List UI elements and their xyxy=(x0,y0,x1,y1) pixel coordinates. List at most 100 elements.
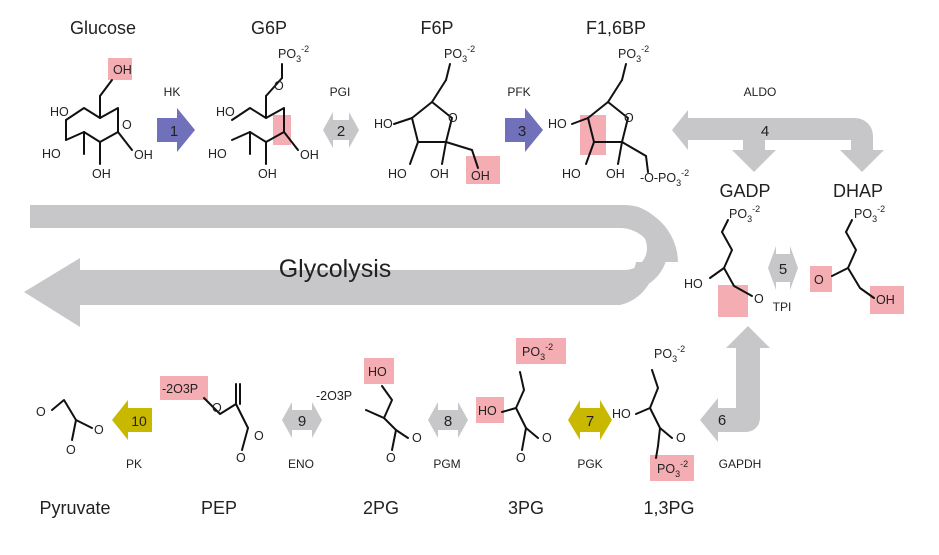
pg3-o: O xyxy=(542,431,552,445)
bpg13-po3-top: PO3-2 xyxy=(654,344,685,364)
pg3-highlight-po3 xyxy=(516,338,566,364)
enzyme-pgm: PGM xyxy=(433,457,460,471)
label-f6p: F6P xyxy=(420,18,453,38)
f16bp-po3-top: PO3-2 xyxy=(618,44,649,64)
pg3-ho: HO xyxy=(478,404,497,418)
gadp-o: O xyxy=(754,292,764,306)
g6p-po3: PO3-2 xyxy=(278,44,309,64)
pep-o-minus: O xyxy=(236,451,246,465)
pep-o: O xyxy=(212,401,222,415)
dhap-po3: PO3-2 xyxy=(854,204,885,224)
bpg13-ho: HO xyxy=(612,407,631,421)
step-3-arrow: 3 xyxy=(505,108,543,152)
step-7-arrow: 7 xyxy=(568,400,612,440)
step-6-arrow: 6 xyxy=(700,326,770,442)
glucose-ho-3: HO xyxy=(42,147,61,161)
label-2pg: 2PG xyxy=(363,498,399,518)
pep-highlight xyxy=(160,376,208,400)
pep-o-carbonyl: O xyxy=(254,429,264,443)
gadp-ho: HO xyxy=(684,277,703,291)
step-6-number: 6 xyxy=(718,412,726,429)
pg3-highlight-ho xyxy=(476,397,504,423)
pg3-o-minus: O xyxy=(516,451,526,465)
step-2-number: 2 xyxy=(337,123,345,140)
label-3pg: 3PG xyxy=(508,498,544,518)
f6p-oh-3: OH xyxy=(430,167,449,181)
enzyme-gapdh: GAPDH xyxy=(719,457,762,471)
step-4-number: 4 xyxy=(761,123,769,140)
glucose-oh-2: OH xyxy=(92,167,111,181)
enzyme-tpi: TPI xyxy=(773,300,792,314)
f6p-highlight xyxy=(466,156,500,184)
dhap-highlight-oh xyxy=(870,286,904,314)
step-3-number: 3 xyxy=(518,123,526,140)
pg2-ho: HO xyxy=(368,365,387,379)
enzyme-pfk: PFK xyxy=(507,85,530,99)
dhap-highlight-o xyxy=(810,266,832,292)
glucose-oh-1: OH xyxy=(134,148,153,162)
pyruvate-o-ketone: O xyxy=(36,405,46,419)
pathway-title: Glycolysis xyxy=(279,255,392,283)
enzyme-eno: ENO xyxy=(288,457,314,471)
pg2-o3p: -2O3P xyxy=(316,389,352,403)
pyruvate-structure: O O O xyxy=(36,399,104,457)
f6p-ho: HO xyxy=(374,117,393,131)
pg2-highlight xyxy=(364,358,394,384)
gadp-structure: PO3-2 HO O xyxy=(684,204,764,317)
label-g6p: G6P xyxy=(251,18,287,38)
glucose-structure: OH O HO HO OH OH xyxy=(42,58,153,181)
pep-o3p: -2O3P xyxy=(162,382,198,396)
label-glucose: Glucose xyxy=(70,18,136,38)
f6p-ho-2: HO xyxy=(388,167,407,181)
pg2-structure: HO -2O3P O O xyxy=(316,358,422,465)
enzyme-pgk: PGK xyxy=(577,457,602,471)
dhap-o: O xyxy=(814,273,824,287)
f16bp-ring-o: O xyxy=(624,111,634,125)
label-13bpg: 1,3PG xyxy=(643,498,694,518)
f16bp-ho-2: HO xyxy=(562,167,581,181)
step-1-arrow: 1 xyxy=(157,108,195,152)
gadp-po3: PO3-2 xyxy=(729,204,760,224)
f6p-oh-1: OH xyxy=(471,169,490,183)
f16bp-structure: O PO3-2 HO HO OH -O-PO3-2 xyxy=(548,44,689,188)
glycolysis-main-arrow xyxy=(24,205,678,327)
pg3-structure: PO3-2 HO O O xyxy=(476,338,566,465)
pg3-po3: PO3-2 xyxy=(522,342,553,362)
step-8-arrow: 8 xyxy=(428,402,468,438)
step-8-number: 8 xyxy=(444,413,452,430)
enzyme-pgi: PGI xyxy=(330,85,351,99)
f6p-structure: O PO3-2 HO HO OH OH xyxy=(374,44,500,184)
bpg13-po3-bottom: PO3-2 xyxy=(657,459,688,479)
enzyme-hk: HK xyxy=(164,85,181,99)
dhap-oh: OH xyxy=(876,293,895,307)
pg2-o-minus: O xyxy=(386,451,396,465)
glucose-oh-6: OH xyxy=(113,63,132,77)
f16bp-opo3-bottom: -O-PO3-2 xyxy=(640,168,689,188)
bpg13-structure: PO3-2 HO O PO3-2 xyxy=(612,344,694,481)
dhap-structure: PO3-2 O OH xyxy=(810,204,904,314)
f6p-ring-o: O xyxy=(448,111,458,125)
step-9-arrow: 9 xyxy=(282,402,322,438)
pg2-o: O xyxy=(412,431,422,445)
label-pyruvate: Pyruvate xyxy=(39,498,110,518)
enzyme-aldo: ALDO xyxy=(744,85,777,99)
enzyme-pk: PK xyxy=(126,457,142,471)
step-10-number: 10 xyxy=(131,413,147,429)
label-gadp: GADP xyxy=(719,181,770,201)
step-1-number: 1 xyxy=(170,123,178,140)
step-7-number: 7 xyxy=(586,413,594,430)
pyruvate-o: O xyxy=(94,423,104,437)
label-f16bp: F1,6BP xyxy=(586,18,646,38)
glucose-highlight xyxy=(108,58,132,80)
g6p-oh-1: OH xyxy=(300,148,319,162)
g6p-ho-3: HO xyxy=(208,147,227,161)
g6p-ho-4: HO xyxy=(216,105,235,119)
step-4-arrow: 4 xyxy=(672,110,884,172)
step-2-arrow: 2 xyxy=(323,112,359,148)
step-10-arrow: 10 xyxy=(112,400,152,440)
f16bp-ho: HO xyxy=(548,117,567,131)
g6p-highlight xyxy=(273,115,291,145)
step-5-number: 5 xyxy=(779,261,787,278)
